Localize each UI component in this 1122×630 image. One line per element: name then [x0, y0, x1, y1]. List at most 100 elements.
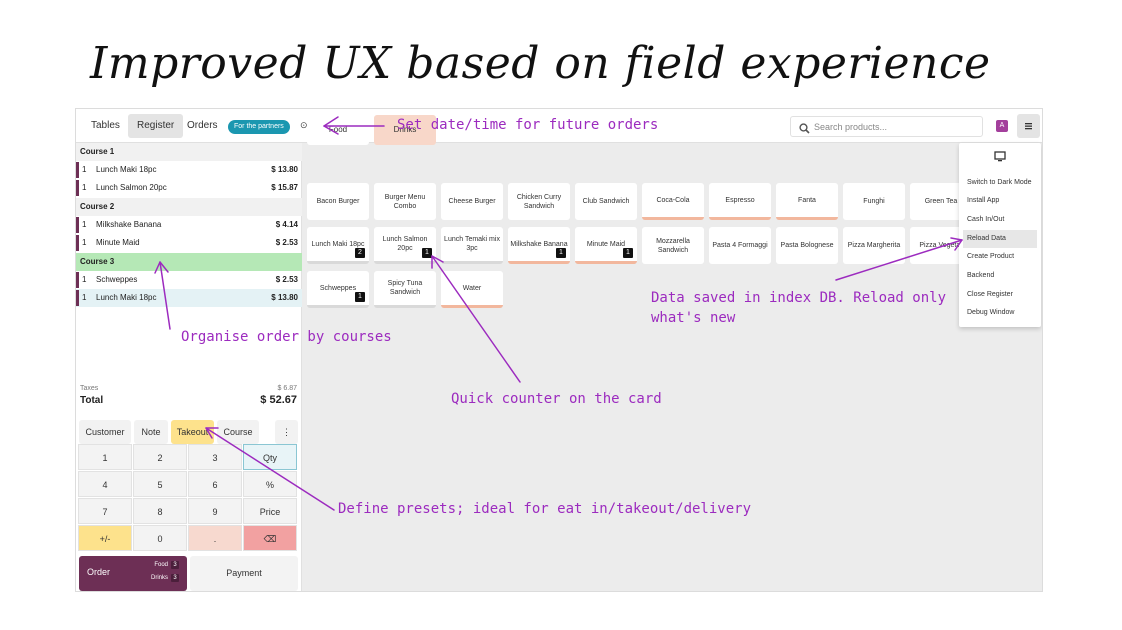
course-header[interactable]: Course 2 — [76, 198, 302, 216]
annotation-indexdb-line1: Data saved in index DB. Reload only — [651, 290, 947, 306]
product-card[interactable]: Pasta Bolognese — [776, 227, 838, 264]
numpad-key-6[interactable]: 6 — [188, 471, 242, 497]
product-card[interactable]: Spicy Tuna Sandwich — [374, 271, 436, 308]
numpad-key-4[interactable]: 4 — [78, 471, 132, 497]
product-name: Water — [462, 284, 482, 292]
customer-button[interactable]: Customer — [79, 420, 131, 444]
product-card[interactable]: Club Sandwich — [575, 183, 637, 220]
course-button[interactable]: Course — [217, 420, 259, 444]
numpad-price-mode[interactable]: Price — [243, 498, 297, 524]
note-button[interactable]: Note — [134, 420, 168, 444]
order-line-name: Schweppes — [96, 275, 138, 284]
takeout-preset-button[interactable]: Takeout — [171, 420, 214, 444]
order-line-marker — [76, 272, 79, 288]
product-card[interactable]: Mozzarella Sandwich — [642, 227, 704, 264]
numpad-key-2[interactable]: 2 — [133, 444, 187, 470]
menu-item-backend[interactable]: Backend — [967, 272, 995, 279]
order-line[interactable]: 1 Minute Maid $ 2.53 — [76, 234, 302, 252]
product-name: Pizza Margherita — [847, 242, 901, 249]
category-food[interactable]: Food — [307, 115, 369, 145]
partner-badge[interactable]: For the partners — [228, 120, 290, 134]
numpad-key-1[interactable]: 1 — [78, 444, 132, 470]
order-panel: Course 1 1 Lunch Maki 18pc $ 13.80 1 Lun… — [76, 143, 302, 591]
menu-item-create-product[interactable]: Create Product — [967, 253, 1015, 260]
order-line[interactable]: 1 Lunch Maki 18pc $ 13.80 — [76, 161, 302, 179]
numpad-key-8[interactable]: 8 — [133, 498, 187, 524]
product-card[interactable]: Fanta — [776, 183, 838, 220]
order-line[interactable]: 1 Schweppes $ 2.53 — [76, 271, 302, 289]
numpad-key-3[interactable]: 3 — [188, 444, 242, 470]
avatar[interactable]: A — [996, 120, 1008, 132]
numpad-key-5[interactable]: 5 — [133, 471, 187, 497]
product-name: Green Tea — [924, 198, 958, 205]
numpad-qty-mode[interactable]: Qty — [243, 444, 297, 470]
menu-item-close-register[interactable]: Close Register — [967, 291, 1013, 298]
product-card[interactable]: Lunch Temaki mix 3pc — [441, 227, 503, 264]
monitor-icon[interactable] — [992, 150, 1008, 162]
product-card[interactable]: Bacon Burger — [307, 183, 369, 220]
numpad-key-0[interactable]: 0 — [133, 525, 187, 551]
backspace-icon[interactable]: ⌫ — [243, 525, 297, 551]
product-name: Fanta — [798, 196, 816, 204]
order-line-price: $ 15.87 — [271, 183, 298, 192]
order-line-name: Lunch Maki 18pc — [96, 165, 157, 174]
product-card[interactable]: Coca-Cola — [642, 183, 704, 220]
product-name: Lunch Temaki mix 3pc — [444, 236, 500, 252]
order-line-price: $ 2.53 — [275, 275, 298, 284]
product-quick-counter: 1 — [422, 248, 432, 258]
product-name: Funghi — [863, 198, 885, 205]
tab-tables[interactable]: Tables — [91, 120, 120, 131]
numpad-discount-mode[interactable]: % — [243, 471, 297, 497]
tab-register[interactable]: Register — [128, 114, 184, 138]
taxes-label: Taxes — [80, 385, 99, 392]
product-card[interactable]: Burger Menu Combo — [374, 183, 436, 220]
tab-orders[interactable]: Orders — [187, 120, 218, 131]
menu-item-debug-window[interactable]: Debug Window — [967, 309, 1015, 316]
category-drinks[interactable]: Drinks — [374, 115, 436, 145]
product-name: Milkshake Banana — [510, 240, 568, 248]
order-line-selected[interactable]: 1 Lunch Maki 18pc $ 13.80 — [76, 289, 302, 307]
product-card[interactable]: Water — [441, 271, 503, 308]
menu-item-dark-mode[interactable]: Switch to Dark Mode — [967, 179, 1032, 186]
course-header-selected[interactable]: Course 3 — [76, 253, 302, 271]
total-label: Total — [80, 395, 104, 406]
course-header[interactable]: Course 1 — [76, 143, 302, 161]
numpad-key-9[interactable]: 9 — [188, 498, 242, 524]
order-line-qty: 1 — [82, 165, 87, 174]
order-line-price: $ 13.80 — [271, 293, 298, 302]
payment-button[interactable]: Payment — [190, 556, 298, 591]
menu-item-reload-data[interactable]: Reload Data — [963, 230, 1037, 248]
order-line[interactable]: 1 Lunch Salmon 20pc $ 15.87 — [76, 179, 302, 197]
order-button-label: Order — [87, 567, 111, 577]
product-card[interactable]: Pasta 4 Formaggi — [709, 227, 771, 264]
product-name: Burger Menu Combo — [384, 193, 426, 210]
product-card[interactable]: Pizza Margherita — [843, 227, 905, 264]
drinks-count-value: 3 — [171, 574, 179, 582]
order-line-marker — [76, 235, 79, 251]
product-name: Espresso — [725, 196, 755, 204]
menu-button[interactable] — [1017, 114, 1040, 138]
order-line-marker — [76, 217, 79, 233]
order-line-name: Lunch Maki 18pc — [96, 293, 157, 302]
menu-item-install-app[interactable]: Install App — [967, 197, 1000, 204]
order-line[interactable]: 1 Milkshake Banana $ 4.14 — [76, 216, 302, 234]
search-input[interactable]: Search products... — [790, 116, 983, 137]
product-card[interactable]: Funghi — [843, 183, 905, 220]
numpad-decimal[interactable]: . — [188, 525, 242, 551]
product-card[interactable]: Cheese Burger — [441, 183, 503, 220]
product-card[interactable]: Espresso — [709, 183, 771, 220]
menu-item-cash-in-out[interactable]: Cash In/Out — [967, 216, 1005, 223]
more-actions-button[interactable]: ⋮ — [275, 420, 298, 444]
order-line-qty: 1 — [82, 293, 87, 302]
numpad-sign-toggle[interactable]: +/- — [78, 525, 132, 551]
numpad-key-7[interactable]: 7 — [78, 498, 132, 524]
product-name: Pasta Bolognese — [780, 242, 834, 249]
product-card[interactable]: Chicken Curry Sandwich — [508, 183, 570, 220]
product-name: Bacon Burger — [316, 198, 360, 205]
